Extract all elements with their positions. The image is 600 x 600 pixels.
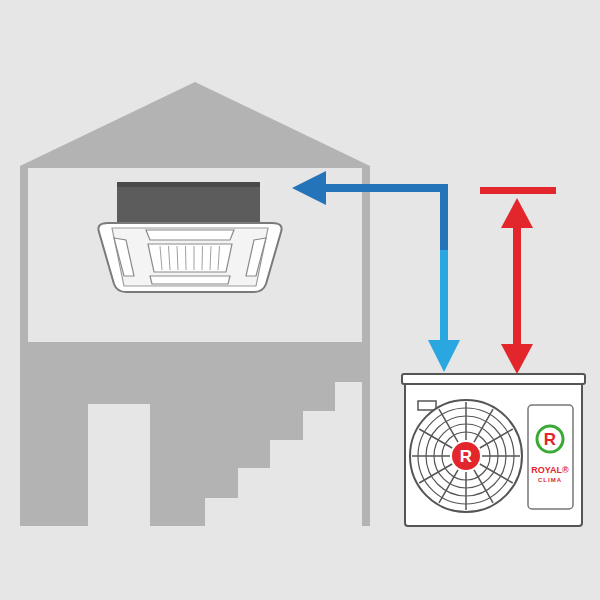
brand-subname: CLIMA — [538, 477, 562, 483]
fan-hub — [452, 442, 480, 470]
unit-housing — [405, 380, 582, 526]
grille-slat — [185, 246, 187, 270]
grille-spoke — [419, 464, 452, 483]
grille-spoke — [439, 470, 458, 503]
grille-spoke — [480, 464, 513, 483]
grille-spoke — [439, 409, 458, 442]
brand-name: ROYAL® — [531, 466, 568, 475]
brand-logo-letter: R — [544, 431, 556, 448]
indoor-cassette-unit — [98, 182, 281, 292]
arrow-line — [513, 222, 521, 348]
grille-spoke — [474, 470, 493, 503]
stairs — [205, 382, 362, 526]
label-plate — [418, 401, 436, 410]
arrow-head-up — [501, 198, 533, 228]
fan-guard — [410, 400, 522, 512]
unit-top — [117, 182, 260, 187]
grille-spoke — [412, 455, 450, 457]
arrow-head-left — [292, 171, 326, 205]
louver-left — [114, 238, 134, 276]
house-wall — [20, 166, 370, 526]
roof — [20, 82, 370, 166]
unit-body — [117, 182, 260, 224]
grille-lines — [160, 246, 220, 270]
logo-ring — [537, 426, 563, 452]
arrow-head-down — [428, 340, 460, 372]
house — [20, 82, 370, 526]
grille-spoke — [465, 472, 467, 510]
outdoor-unit — [402, 374, 585, 526]
height-arrow — [480, 187, 556, 374]
louver-top — [146, 230, 234, 240]
grille-spoke — [419, 429, 452, 448]
cassette-panel — [98, 223, 281, 292]
fan-grille — [412, 402, 520, 510]
grille-slat — [210, 246, 211, 270]
arrow-line-light — [440, 250, 448, 345]
louver-right — [246, 238, 266, 276]
upper-room — [28, 168, 362, 342]
grille-slat — [202, 246, 204, 270]
arrow-line — [322, 188, 444, 345]
arrow-head-down — [501, 344, 533, 374]
intake-grille — [148, 244, 232, 272]
grille-slat — [218, 246, 220, 270]
logo-panel — [528, 405, 573, 509]
unit-lid — [402, 374, 585, 384]
grille-slat — [169, 246, 171, 270]
grille-spoke — [474, 409, 493, 442]
fan-logo-letter: R — [460, 448, 472, 465]
grille-slat — [160, 246, 162, 270]
grille-slat — [194, 246, 195, 270]
louver-bottom — [150, 276, 230, 284]
door — [88, 404, 150, 526]
grille-slat — [177, 246, 178, 270]
grille-spoke — [482, 455, 520, 457]
panel-inner — [112, 228, 268, 286]
grille-spoke — [480, 429, 513, 448]
grille-spoke — [465, 402, 467, 440]
limit-bar — [480, 187, 556, 194]
supply-arrow — [292, 171, 460, 372]
